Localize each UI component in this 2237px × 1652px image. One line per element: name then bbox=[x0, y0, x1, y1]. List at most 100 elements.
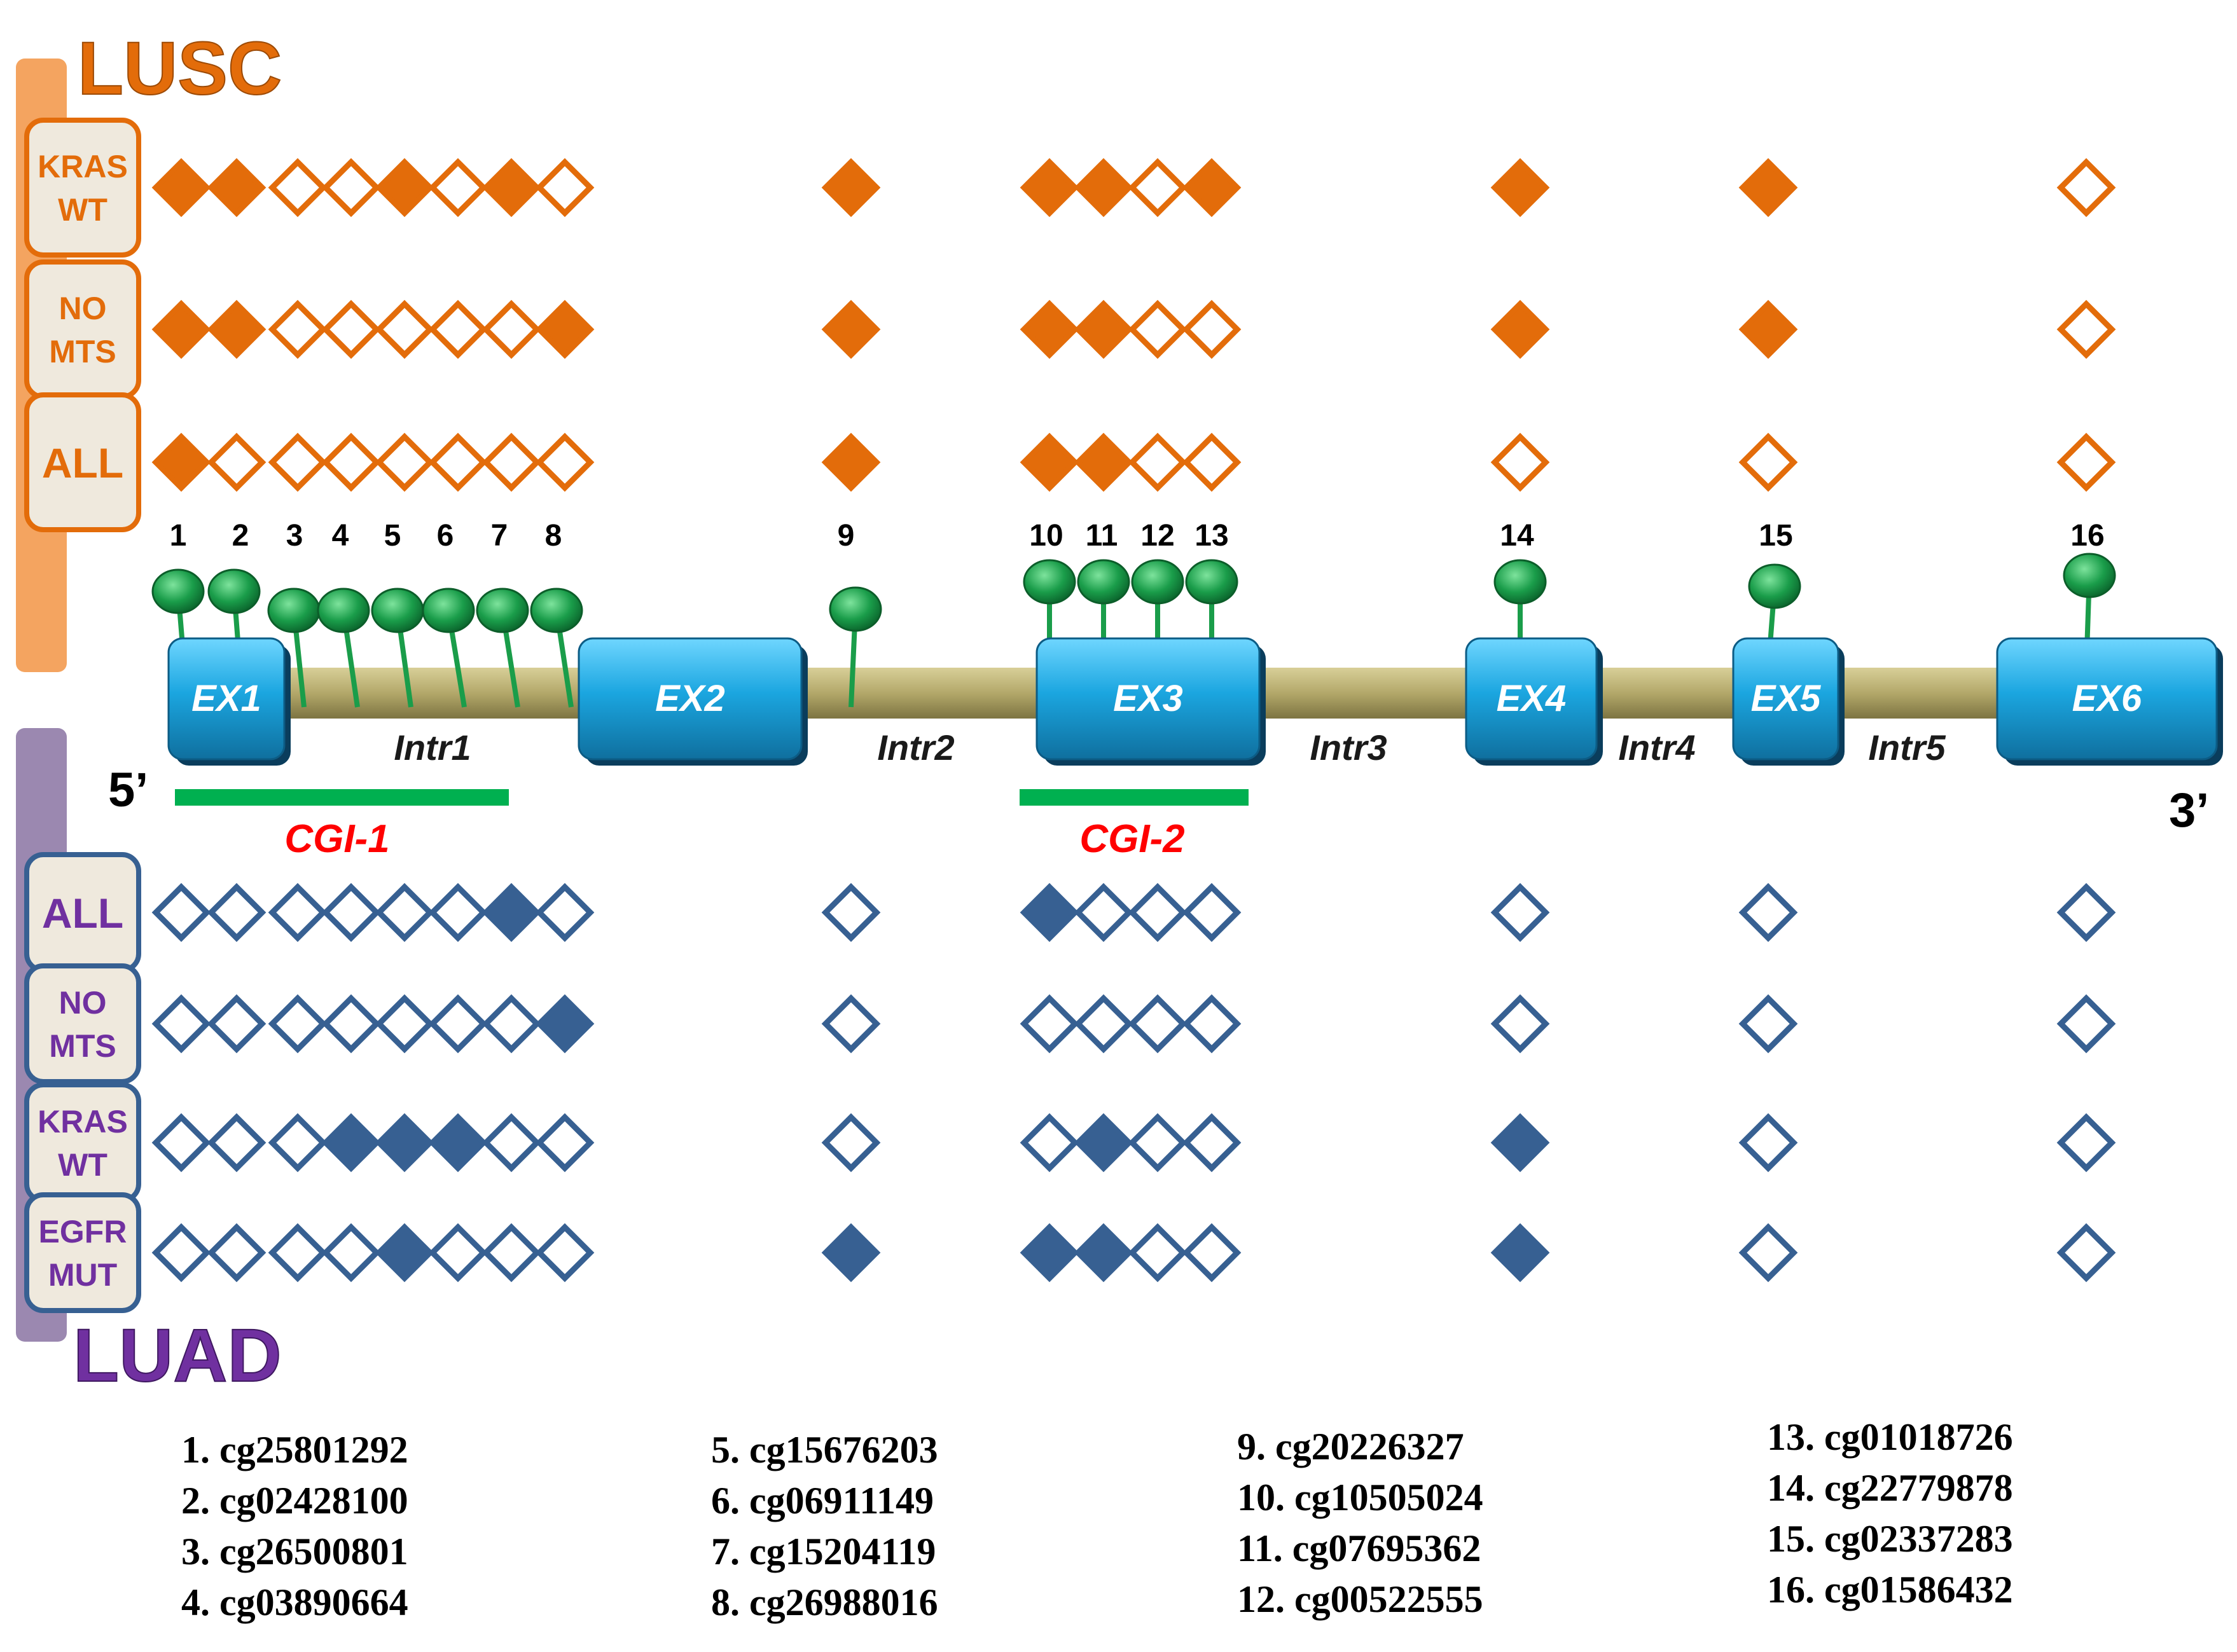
lusc-row2-site4-unmethylated-marker bbox=[321, 299, 381, 359]
luad-row1-site1-unmethylated-marker bbox=[151, 883, 211, 942]
site-number-5: 5 bbox=[384, 519, 401, 553]
luad-row2-site16-unmethylated-marker bbox=[2056, 994, 2116, 1054]
luad-title: LUAD bbox=[73, 1314, 282, 1398]
lusc-row2-site6-unmethylated-marker bbox=[428, 299, 488, 359]
lollipop-head bbox=[207, 568, 261, 614]
lusc-row3-site13-unmethylated-marker bbox=[1182, 432, 1242, 492]
lusc-row1-site8-unmethylated-marker bbox=[535, 158, 595, 217]
luad-row3-site14-methylated-marker bbox=[1490, 1113, 1550, 1173]
luad-row3-site8-unmethylated-marker bbox=[535, 1113, 595, 1173]
row-label-box bbox=[24, 963, 141, 1084]
probe-7: 7. cg15204119 bbox=[711, 1531, 936, 1573]
row-label-box bbox=[24, 1082, 141, 1203]
row-label-text: NO bbox=[59, 985, 107, 1021]
probe-10: 10. cg10505024 bbox=[1237, 1476, 1483, 1518]
lusc-row3-site8-unmethylated-marker bbox=[535, 432, 595, 492]
luad-row4-site2-unmethylated-marker bbox=[207, 1223, 267, 1283]
exon-box bbox=[1035, 637, 1261, 761]
luad-row1-site5-unmethylated-marker bbox=[375, 883, 434, 942]
exon-6: EX6 bbox=[1996, 637, 2223, 766]
lusc-row2-site10-methylated-marker bbox=[1020, 299, 1079, 359]
row-label-text: WT bbox=[58, 1147, 107, 1183]
exon-box bbox=[167, 637, 286, 761]
probe-8: 8. cg26988016 bbox=[711, 1581, 938, 1623]
row-label-text: MTS bbox=[49, 334, 116, 369]
lollipop-head bbox=[371, 588, 424, 633]
lusc-row2-site12-unmethylated-marker bbox=[1128, 299, 1188, 359]
luad-row4-site1-unmethylated-marker bbox=[151, 1223, 211, 1283]
exon-label: EX3 bbox=[1113, 678, 1183, 719]
lusc-row3-site4-unmethylated-marker bbox=[321, 432, 381, 492]
exon-1: EX1 bbox=[167, 637, 291, 766]
cpg-site-4-lollipop bbox=[317, 588, 370, 708]
site-number-16: 16 bbox=[2070, 519, 2104, 553]
luad-row4-site12-unmethylated-marker bbox=[1128, 1223, 1188, 1283]
luad-row2-site8-methylated-marker bbox=[535, 994, 595, 1054]
cpg-site-9-lollipop bbox=[829, 586, 882, 708]
probe-9: 9. cg20226327 bbox=[1237, 1426, 1464, 1468]
cpg-site-7-lollipop bbox=[476, 588, 529, 708]
exon-label: EX1 bbox=[191, 678, 261, 719]
lusc-row2-site5-unmethylated-marker bbox=[375, 299, 434, 359]
probe-15: 15. cg02337283 bbox=[1767, 1518, 2013, 1560]
exon-label: EX2 bbox=[655, 678, 725, 719]
lusc-row3-site2-unmethylated-marker bbox=[207, 432, 267, 492]
luad-row1-site7-methylated-marker bbox=[481, 883, 541, 942]
lusc-row1-site13-methylated-marker bbox=[1182, 158, 1242, 217]
luad-row4-site14-methylated-marker bbox=[1490, 1223, 1550, 1283]
lusc-row2-site9-methylated-marker bbox=[821, 299, 881, 359]
luad-row3-site7-unmethylated-marker bbox=[481, 1113, 541, 1173]
site-number-8: 8 bbox=[545, 519, 562, 553]
lusc-row2-site14-methylated-marker bbox=[1490, 299, 1550, 359]
cgi-1-label: CGI-1 bbox=[284, 817, 389, 861]
lollipop-head bbox=[1023, 559, 1076, 605]
lollipop-head bbox=[2063, 553, 2116, 598]
luad-row1-site8-unmethylated-marker bbox=[535, 883, 595, 942]
lollipop-head bbox=[476, 588, 529, 633]
luad-row2-site4-unmethylated-marker bbox=[321, 994, 381, 1054]
luad-row2-site2-unmethylated-marker bbox=[207, 994, 267, 1054]
luad-row3-site1-unmethylated-marker bbox=[151, 1113, 211, 1173]
lusc-row1-site16-unmethylated-marker bbox=[2056, 158, 2116, 217]
row-label-box bbox=[24, 118, 141, 258]
luad-row1-site13-unmethylated-marker bbox=[1182, 883, 1242, 942]
lusc-row2-site2-methylated-marker bbox=[207, 299, 267, 359]
luad-row2-site6-unmethylated-marker bbox=[428, 994, 488, 1054]
luad-row4-site7-unmethylated-marker bbox=[481, 1223, 541, 1283]
lollipop-head bbox=[829, 586, 882, 632]
luad-row1-site10-methylated-marker bbox=[1020, 883, 1079, 942]
luad-row2-site3-unmethylated-marker bbox=[268, 994, 328, 1054]
row-label-text: NO bbox=[59, 291, 107, 326]
luad-row2-site13-unmethylated-marker bbox=[1182, 994, 1242, 1054]
luad-row2-site1-unmethylated-marker bbox=[151, 994, 211, 1054]
lusc-row1-site10-methylated-marker bbox=[1020, 158, 1079, 217]
lollipop-head bbox=[1493, 559, 1547, 605]
lollipop-head bbox=[1185, 559, 1238, 605]
cpg-site-6-lollipop bbox=[422, 588, 475, 708]
lollipop-head bbox=[151, 568, 205, 614]
lusc-row2-site15-methylated-marker bbox=[1738, 299, 1798, 359]
site-number-3: 3 bbox=[286, 519, 303, 553]
cpg-site-8-lollipop bbox=[530, 588, 583, 708]
site-number-2: 2 bbox=[232, 519, 249, 553]
exon-4: EX4 bbox=[1465, 637, 1603, 766]
lusc-row1-site14-methylated-marker bbox=[1490, 158, 1550, 217]
luad-row1-site14-unmethylated-marker bbox=[1490, 883, 1550, 942]
luad-row4-site15-unmethylated-marker bbox=[1738, 1223, 1798, 1283]
exon-2: EX2 bbox=[578, 637, 808, 766]
lusc-row3-site5-unmethylated-marker bbox=[375, 432, 434, 492]
row-label-box bbox=[24, 259, 141, 399]
intron-4-label: Intr4 bbox=[1618, 727, 1695, 767]
luad-row3-site3-unmethylated-marker bbox=[268, 1113, 328, 1173]
probe-2: 2. cg02428100 bbox=[181, 1480, 408, 1522]
site-number-7: 7 bbox=[491, 519, 508, 553]
lusc-row3-site12-unmethylated-marker bbox=[1128, 432, 1188, 492]
probe-16: 16. cg01586432 bbox=[1767, 1569, 2013, 1611]
lusc-row1-site2-methylated-marker bbox=[207, 158, 267, 217]
row-label-text: EGFR bbox=[39, 1214, 127, 1249]
exon-label: EX5 bbox=[1751, 678, 1821, 719]
intron-3-label: Intr3 bbox=[1310, 727, 1387, 767]
